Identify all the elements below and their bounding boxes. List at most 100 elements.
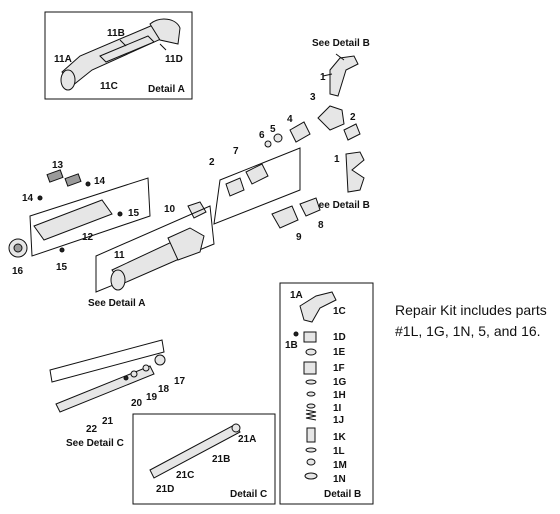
part-11C-tube (99, 35, 155, 63)
detail-c-panel: 21A 21B 21C 21D Detail C (132, 413, 276, 505)
part-1-handle-mid (345, 151, 365, 193)
lower-rod-assembly: 17 18 19 20 21 22 See Detail C (49, 339, 186, 449)
label-1M: 1M (333, 460, 347, 471)
label-21C: 21C (176, 470, 194, 481)
part-7-fitting (245, 163, 269, 185)
label-1G: 1G (333, 377, 347, 388)
part-21A-end (231, 423, 241, 433)
label-15-right: 15 (128, 208, 140, 219)
part-6-ring (264, 140, 272, 148)
part-21-rod-detail (149, 423, 241, 479)
part-11D-housing (149, 18, 181, 45)
label-1C: 1C (333, 306, 346, 317)
label-1A: 1A (290, 290, 303, 301)
see-detail-c: See Detail C (66, 438, 124, 449)
part-1E-seal (305, 348, 317, 356)
label-1I: 1I (333, 403, 342, 414)
part-15-screw-right (117, 211, 123, 217)
label-22: 22 (86, 424, 98, 435)
part-16-knob-center (13, 243, 23, 253)
label-9: 9 (296, 232, 302, 243)
part-1D-block (303, 331, 317, 343)
middle-assembly: 1 See Detail B 7 2 8 9 (209, 146, 370, 243)
label-11B: 11B (107, 28, 125, 39)
part-12-coupling (33, 199, 113, 241)
center-column-assembly: 10 11 See Detail A (88, 201, 215, 309)
part-11A-bearing (60, 69, 76, 91)
repair-kit-note: Repair Kit includes parts #1L, 1G, 1N, 5… (395, 302, 547, 339)
part-1L-oring (305, 447, 317, 453)
label-1J: 1J (333, 415, 344, 426)
label-1N: 1N (333, 474, 346, 485)
label-14-right: 14 (94, 176, 106, 187)
part-1N-seal (304, 472, 318, 480)
part-18-washer (142, 364, 150, 372)
label-20: 20 (131, 398, 143, 409)
detail-a-panel: 11B 11A 11C 11D Detail A (44, 11, 193, 100)
label-11D: 11D (165, 54, 183, 65)
part-2-fitting-mid (225, 177, 245, 197)
mid-linkage-lines (213, 147, 301, 225)
part-14-screw-left (37, 195, 43, 201)
detail-c-caption: Detail C (230, 489, 267, 500)
part-10-fitting (187, 201, 207, 219)
part-13-pin (46, 169, 64, 183)
see-detail-a: See Detail A (88, 298, 145, 309)
part-15-screw-bottom (59, 247, 65, 253)
label-18: 18 (158, 384, 170, 395)
label-21: 21 (102, 416, 114, 427)
detail-b-frame (279, 282, 374, 505)
label-2-right: 2 (350, 112, 356, 123)
label-1-mid: 1 (334, 154, 340, 165)
part-13-pin-b (64, 173, 82, 187)
detail-a-leaders (119, 39, 167, 51)
label-21B: 21B (212, 454, 230, 465)
part-20-pin (123, 375, 129, 381)
label-1E: 1E (333, 347, 346, 358)
see-detail-b-top: See Detail B (312, 38, 370, 49)
part-4-fitting (289, 121, 311, 143)
label-21D: 21D (156, 484, 174, 495)
label-21A: 21A (238, 434, 256, 445)
label-7: 7 (233, 146, 239, 157)
label-11C: 11C (100, 81, 118, 92)
part-21-rod (55, 365, 155, 413)
label-10: 10 (164, 204, 176, 215)
label-11: 11 (114, 250, 125, 261)
part-1J-spring (305, 409, 317, 421)
part-14-screw-right (85, 181, 91, 187)
label-14-left: 14 (22, 193, 34, 204)
leaders-top-handle (322, 53, 345, 77)
label-15-bottom: 15 (56, 262, 68, 273)
label-4: 4 (287, 114, 293, 125)
detail-a-caption: Detail A (148, 84, 185, 95)
part-19-spring (130, 370, 138, 378)
upper-right-assembly: See Detail B 1 3 2 4 5 6 (259, 38, 370, 148)
part-3-valve-body (317, 105, 345, 131)
lower-rod-frame (49, 339, 165, 383)
part-5-washer (273, 133, 283, 143)
detail-b-panel: 1A 1C 1B 1D 1E 1F 1G 1H 1I 1J 1K 1L 1M 1… (279, 282, 374, 505)
left-shaft-assembly: 12 13 14 14 15 15 16 (8, 160, 151, 277)
part-1K-plunger (306, 427, 316, 443)
detail-b-caption: Detail B (324, 489, 361, 500)
label-5: 5 (270, 124, 276, 135)
label-1K: 1K (333, 432, 347, 443)
detail-a-frame (44, 11, 193, 100)
label-13: 13 (52, 160, 64, 171)
label-19: 19 (146, 392, 158, 403)
detail-c-frame (132, 413, 276, 505)
part-11-column-end (110, 269, 126, 291)
left-callout-frame (29, 177, 151, 257)
part-1F-body (303, 361, 317, 375)
part-1I-washer (306, 403, 316, 409)
label-1F: 1F (333, 363, 345, 374)
label-16: 16 (12, 266, 24, 277)
part-1M-ball (306, 458, 316, 466)
label-3: 3 (310, 92, 316, 103)
label-1D: 1D (333, 332, 346, 343)
label-12: 12 (82, 232, 94, 243)
part-8-fitting (299, 197, 321, 217)
detail-a-callout-frame (95, 205, 215, 293)
label-17: 17 (174, 376, 186, 387)
